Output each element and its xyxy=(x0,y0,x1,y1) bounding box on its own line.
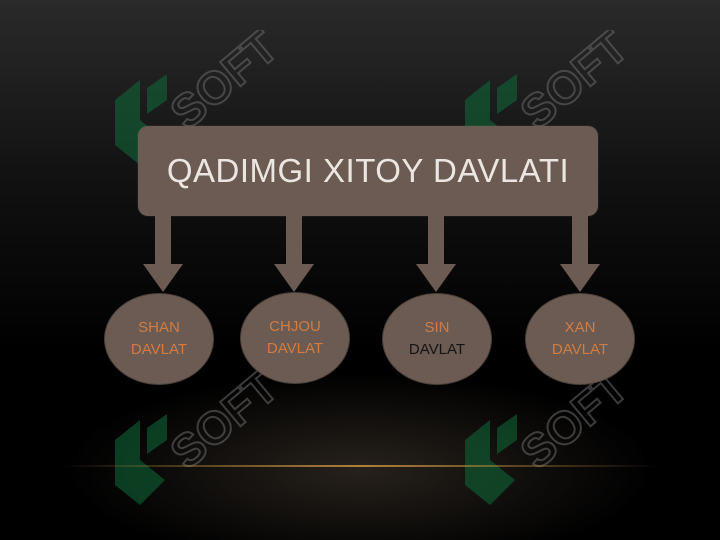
node-label-line1: SHAN xyxy=(138,319,180,336)
node-label-line2: DAVLAT xyxy=(408,341,466,358)
decorative-divider xyxy=(60,465,660,467)
title-box: QADIMGI XITOY DAVLATI xyxy=(138,126,598,216)
node-label-line2: DAVLAT xyxy=(266,340,324,357)
node-shan-davlat: SHAN DAVLAT xyxy=(104,293,214,385)
watermark-logo: SOFT xyxy=(445,359,639,520)
node-label-line2: DAVLAT xyxy=(130,341,188,358)
node-label-line1: XAN xyxy=(564,319,596,336)
down-arrow-icon xyxy=(274,214,314,292)
svg-text:SOFT: SOFT xyxy=(160,30,285,139)
down-arrow-icon xyxy=(560,214,600,292)
watermark-logo: SOFT xyxy=(95,359,289,520)
down-arrow-icon xyxy=(416,214,456,292)
node-label-line2: DAVLAT xyxy=(551,341,609,358)
diagram-title: QADIMGI XITOY DAVLATI xyxy=(166,152,570,189)
down-arrow-icon xyxy=(143,214,183,292)
node-sin-davlat: SIN DAVLAT xyxy=(382,293,492,385)
svg-text:SOFT: SOFT xyxy=(510,30,635,139)
node-xan-davlat: XAN DAVLAT xyxy=(525,293,635,385)
watermark-mark-icon xyxy=(465,414,517,505)
node-chjou-davlat: CHJOU DAVLAT xyxy=(240,292,350,384)
svg-text:SOFT: SOFT xyxy=(160,370,285,479)
node-label-line1: SIN xyxy=(424,319,450,336)
watermark-mark-icon xyxy=(115,414,167,505)
svg-text:SOFT: SOFT xyxy=(510,370,635,479)
node-label-line1: CHJOU xyxy=(269,318,321,335)
